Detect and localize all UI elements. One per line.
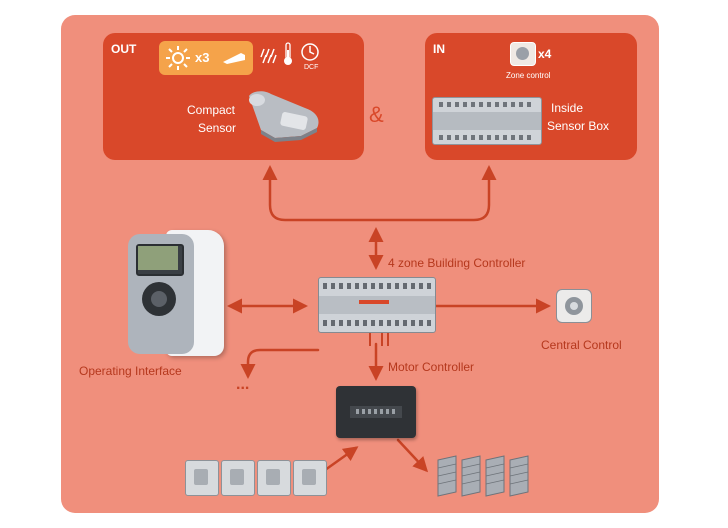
ampersand: & (369, 102, 384, 127)
more-ellipsis: ... (236, 376, 250, 393)
inside-label-1: Inside (551, 101, 584, 115)
dcf-label: DCF (304, 64, 319, 71)
building-controller-label: 4 zone Building Controller (388, 256, 526, 270)
in-sensor-box: IN x4 Zone control Inside Sensor Box (425, 33, 637, 160)
inside-label-2: Sensor Box (547, 119, 610, 133)
zone-control-icon (510, 42, 536, 66)
central-control-label: Central Control (541, 338, 622, 352)
in-tag: IN (433, 42, 445, 56)
sensor-mini-icon (223, 53, 245, 64)
out-sensor-box: OUT x3 DCF Compact Sensor (103, 33, 364, 160)
zone-control-label: Zone control (506, 71, 551, 80)
clock-icon (301, 43, 319, 61)
zone-count: x4 (538, 47, 552, 61)
motor-controller-image (336, 386, 416, 438)
wall-switch (293, 460, 327, 496)
compact-sensor-image (249, 91, 319, 142)
central-control-device (556, 289, 592, 323)
compact-sensor-label-2: Sensor (198, 121, 237, 135)
inside-sensor-box-image (432, 97, 542, 145)
compact-sensor-label-1: Compact (187, 103, 236, 117)
thermometer-icon (284, 42, 292, 65)
sun-count: x3 (195, 50, 210, 65)
sun-icon (166, 46, 190, 70)
arrow-motor-blinds (396, 438, 429, 473)
out-tag: OUT (111, 42, 137, 56)
rain-icon (260, 48, 277, 64)
arrow-out-bus (262, 165, 497, 222)
operating-interface-device (128, 230, 226, 358)
sun-count-badge: x3 (159, 41, 253, 75)
wall-switch (185, 460, 219, 496)
arrow-controller-ellipsis (240, 348, 320, 379)
motor-controller-label: Motor Controller (388, 360, 475, 374)
building-controller-image (318, 277, 436, 333)
window-blinds (437, 455, 529, 497)
wall-switch (257, 460, 291, 496)
wall-switch (221, 460, 255, 496)
operating-interface-label: Operating Interface (79, 364, 182, 378)
